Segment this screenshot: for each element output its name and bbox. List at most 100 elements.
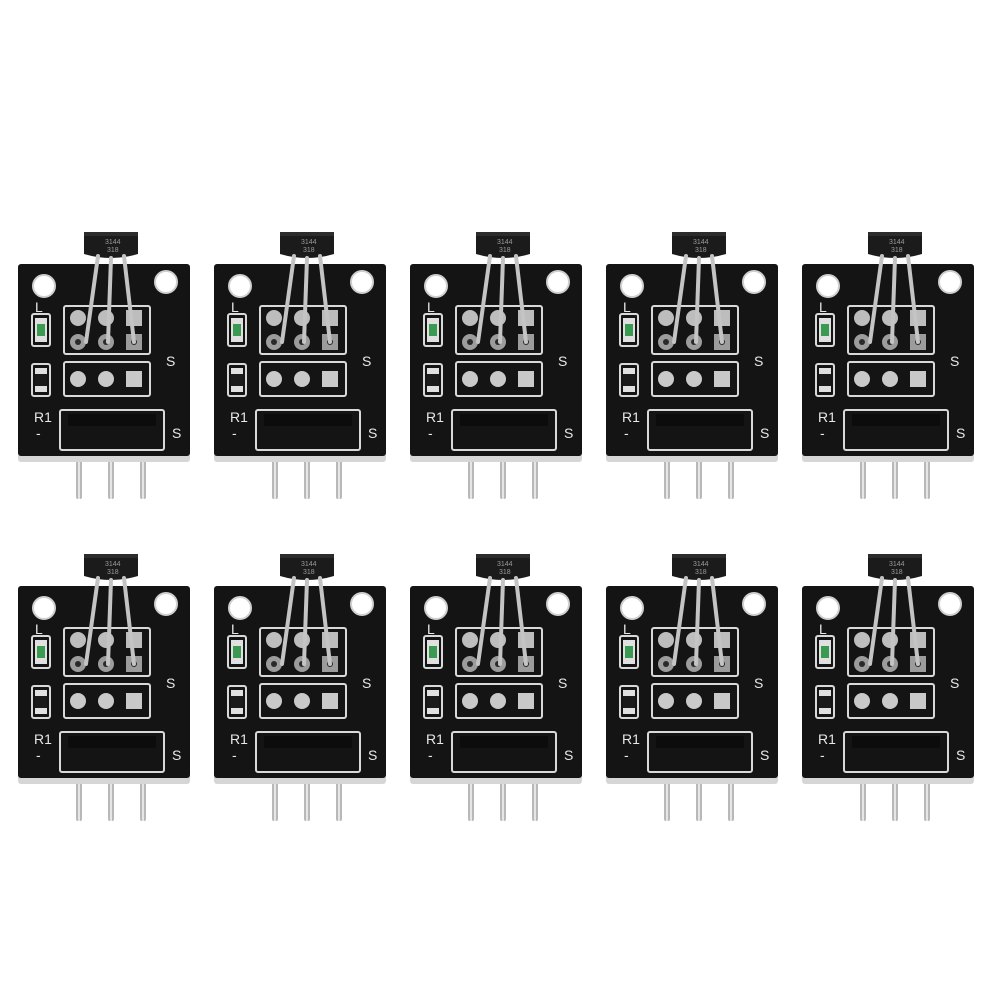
sensor-legs [280,254,332,344]
smd-led [231,318,243,342]
hall-sensor-module: 3144 318 S S R1 L - [798,536,978,836]
module-illustration: 3144 318 S S R1 L - [18,232,190,499]
smd-resistor [819,368,831,392]
silkscreen [619,305,753,451]
smd-resistor [35,368,47,392]
chip-marking-line2: 318 [499,247,511,254]
smd-led [427,318,439,342]
led-label: L [427,299,435,315]
chip-marking-line1: 3144 [105,561,121,568]
resistor-label: R1 [622,409,640,425]
signal-label-lower: S [368,747,377,763]
hall-sensor-module: 3144 318 S S R1 L - [14,536,194,836]
chip-marking-line1: 3144 [301,239,317,246]
header-housing [68,414,156,426]
hall-sensor-chip: 3144 318 [476,554,530,580]
silkscreen [815,627,949,773]
hall-sensor-chip: 3144 318 [84,554,138,580]
silkscreen [423,627,557,773]
signal-label-upper: S [362,675,371,691]
silkscreen [423,305,557,451]
minus-label: - [820,747,825,763]
resistor-label: R1 [34,731,52,747]
resistor-label: R1 [818,731,836,747]
mounting-holes [816,592,962,620]
minus-label: - [36,747,41,763]
hall-sensor-chip: 3144 318 [868,554,922,580]
smd-resistor [231,690,243,714]
smd-resistor [623,368,635,392]
smd-led [819,640,831,664]
chip-marking-line2: 318 [695,569,707,576]
pads [658,310,730,387]
sensor-legs [280,576,332,666]
smd-led [231,640,243,664]
signal-label-upper: S [558,353,567,369]
silkscreen [227,305,361,451]
minus-label: - [624,425,629,441]
hall-sensor-chip: 3144 318 [280,554,334,580]
sensor-legs [672,254,724,344]
smd-led [819,318,831,342]
silkscreen [619,627,753,773]
mounting-holes [620,592,766,620]
header-housing [656,736,744,748]
smd-led [427,640,439,664]
hall-sensor-chip: 3144 318 [476,232,530,258]
chip-marking-line2: 318 [695,247,707,254]
hall-sensor-module: 3144 318 S S R1 L - [406,536,586,836]
silkscreen [227,627,361,773]
signal-label-lower: S [956,425,965,441]
chip-marking-line2: 318 [891,247,903,254]
smd-resistor [35,690,47,714]
signal-label-upper: S [166,353,175,369]
module-illustration: 3144 318 S S R1 L - [18,554,190,821]
minus-label: - [428,747,433,763]
smd-led [623,318,635,342]
minus-label: - [232,747,237,763]
header-housing [264,414,352,426]
chip-marking-line2: 318 [499,569,511,576]
led-label: L [35,621,43,637]
signal-label-upper: S [166,675,175,691]
chip-marking-line1: 3144 [693,239,709,246]
chip-marking-line1: 3144 [693,561,709,568]
header-housing [852,736,940,748]
resistor-label: R1 [426,731,444,747]
signal-label-lower: S [368,425,377,441]
smd-resistor [231,368,243,392]
chip-marking-line1: 3144 [889,561,905,568]
hall-sensor-module: 3144 318 S S R1 L - [798,214,978,514]
signal-label-lower: S [760,425,769,441]
silkscreen [31,627,165,773]
hall-sensor-chip: 3144 318 [868,232,922,258]
minus-label: - [428,425,433,441]
resistor-label: R1 [230,409,248,425]
minus-label: - [820,425,825,441]
led-label: L [231,621,239,637]
header-housing [460,736,548,748]
chip-marking-line2: 318 [303,247,315,254]
signal-label-lower: S [760,747,769,763]
smd-led [623,640,635,664]
sensor-legs [476,576,528,666]
hall-sensor-chip: 3144 318 [280,232,334,258]
smd-resistor [427,368,439,392]
sensor-legs [84,254,136,344]
mounting-holes [424,270,570,298]
resistor-label: R1 [818,409,836,425]
mounting-holes [32,592,178,620]
smd-resistor [623,690,635,714]
minus-label: - [232,425,237,441]
led-label: L [427,621,435,637]
module-illustration: 3144 318 S S R1 L - [606,232,778,499]
led-label: L [623,299,631,315]
smd-resistor [819,690,831,714]
module-illustration: 3144 318 S S R1 L - [214,554,386,821]
silkscreen [31,305,165,451]
sensor-legs [476,254,528,344]
hall-sensor-module: 3144 318 S S R1 L - [602,536,782,836]
module-illustration: 3144 318 S S R1 L - [410,554,582,821]
header-housing [852,414,940,426]
led-label: L [819,621,827,637]
